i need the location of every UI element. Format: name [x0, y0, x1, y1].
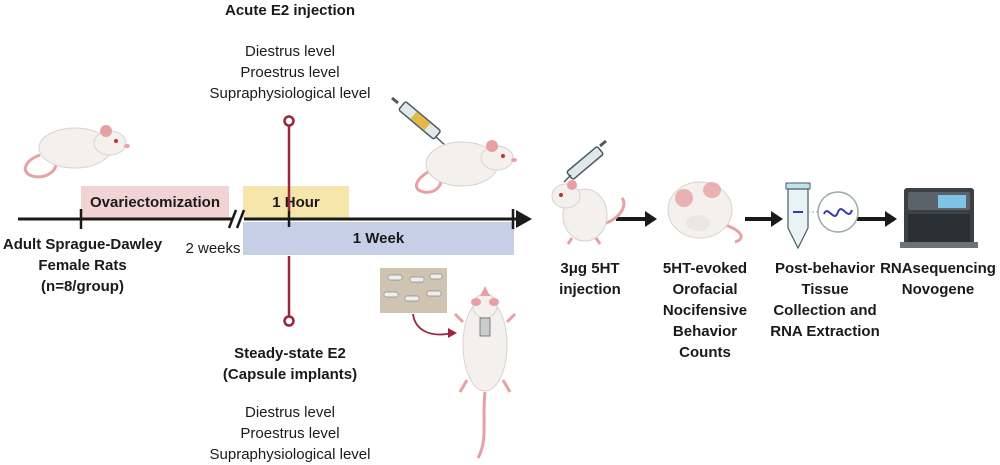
steady-pin [283, 256, 295, 327]
capsules-icon [380, 268, 447, 313]
sequencer-icon [900, 188, 978, 248]
one-hour-box: 1 Hour [243, 186, 349, 218]
process-arrows [616, 211, 897, 227]
head-injection-syringe-icon [563, 139, 607, 183]
steady-title-1: Steady-state E2 [234, 345, 346, 362]
injected-rat-icon [415, 140, 517, 194]
one-hour-label: 1 Hour [272, 193, 320, 211]
behavior-line-1: 5HT-evoked [662, 260, 748, 277]
behavior-line-2: Orofacial [672, 281, 738, 298]
animals-line-1: Adult Sprague-Dawley [2, 236, 163, 253]
acute-title: Acute E2 injection [224, 2, 356, 19]
steady-title-2: (Capsule implants) [222, 366, 358, 383]
injection-line-1: 3μg 5HT [560, 260, 620, 277]
acute-pin [283, 115, 295, 211]
collection-line-4: RNA Extraction [770, 323, 880, 340]
injection-line-2: injection [559, 281, 621, 298]
one-week-label: 1 Week [352, 230, 405, 247]
sitting-rat-icon [551, 180, 626, 245]
acute-level-proestrus: Proestrus level [240, 64, 340, 81]
one-week-box: 1 Week [243, 222, 514, 255]
sequencing-line-2: Novogene [901, 281, 975, 298]
implanted-rat-icon [453, 286, 517, 459]
acute-level-diestrus: Diestrus level [244, 43, 336, 60]
steady-level-diestrus: Diestrus level [244, 404, 336, 421]
behavior-line-3: Nocifensive [662, 302, 748, 319]
acute-level-supraphysiological: Supraphysiological level [209, 85, 371, 102]
rat-icon [23, 125, 130, 179]
collection-line-1: Post-behavior [774, 260, 876, 277]
tube-icon [785, 182, 811, 250]
ovariectomization-label: Ovariectomization [89, 193, 221, 211]
rna-icon [808, 191, 859, 233]
syringe-icon [391, 96, 447, 147]
ovariectomization-box: Ovariectomization [81, 186, 229, 218]
collection-line-3: Collection and [773, 302, 877, 319]
behavior-line-5: Counts [679, 344, 731, 361]
steady-level-supraphysiological: Supraphysiological level [209, 446, 371, 463]
timeline-axis [18, 209, 532, 229]
sequencing-line-1: RNAsequencing [880, 260, 996, 277]
animals-line-2: Female Rats [38, 257, 127, 274]
gap-label: 2 weeks [185, 240, 241, 257]
steady-level-proestrus: Proestrus level [240, 425, 340, 442]
behavior-line-4: Behavior [672, 323, 738, 340]
animals-line-3: (n=8/group) [41, 278, 124, 295]
curled-rat-icon [667, 181, 743, 244]
collection-line-2: Tissue [801, 281, 849, 298]
